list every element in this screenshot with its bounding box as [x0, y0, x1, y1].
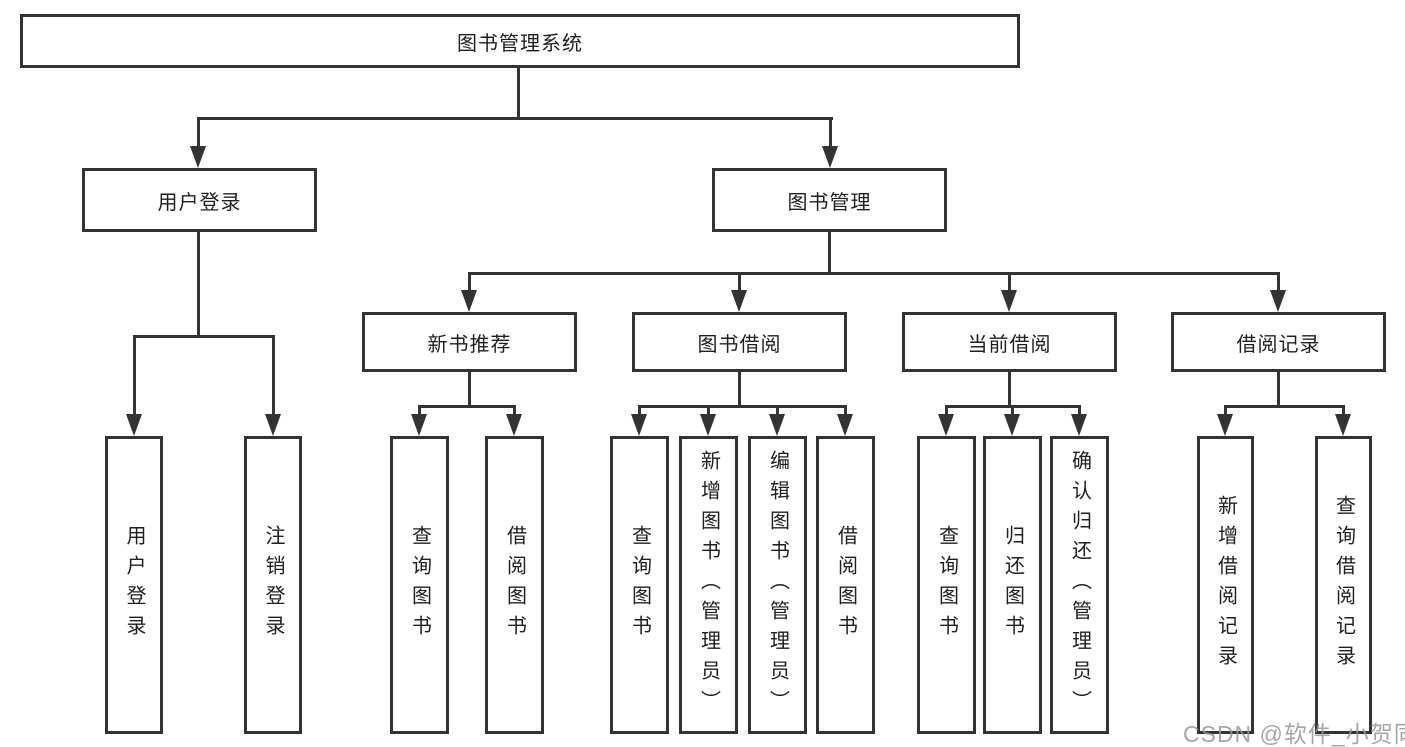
- connector-line: [418, 405, 516, 408]
- node-current-borrow: 当前借阅: [902, 312, 1117, 372]
- connector-line: [945, 405, 948, 416]
- connector-line: [468, 272, 1280, 275]
- connector-line: [1008, 372, 1011, 407]
- leaf-current-query-books: 查询图书: [917, 436, 976, 734]
- connector-line: [272, 335, 275, 416]
- arrow-down: [822, 146, 838, 168]
- arrow-down: [1004, 414, 1020, 436]
- node-borrow-records: 借阅记录: [1171, 312, 1386, 372]
- arrow-down: [1270, 290, 1286, 312]
- arrow-down: [1071, 414, 1087, 436]
- arrow-down: [506, 414, 522, 436]
- arrow-down: [938, 414, 954, 436]
- connector-line: [468, 372, 471, 407]
- connector-line: [638, 405, 847, 408]
- arrow-down: [1217, 414, 1233, 436]
- arrow-down: [731, 290, 747, 312]
- arrow-down: [461, 290, 477, 312]
- leaf-logout: 注销登录: [244, 436, 302, 734]
- arrow-down: [631, 414, 647, 436]
- arrow-down: [837, 414, 853, 436]
- connector-line: [828, 232, 831, 272]
- leaf-records-add-record: 新增借阅记录: [1197, 436, 1254, 734]
- connector-line: [1008, 272, 1011, 292]
- arrow-down: [1001, 290, 1017, 312]
- leaf-borrow-borrow-books: 借阅图书: [816, 436, 875, 734]
- connector-line: [738, 272, 741, 292]
- connector-line: [1224, 405, 1345, 408]
- connector-line: [513, 405, 516, 416]
- arrow-down: [411, 414, 427, 436]
- connector-line: [133, 335, 275, 338]
- connector-line: [1277, 272, 1280, 292]
- connector-line: [707, 405, 710, 416]
- arrow-down: [769, 414, 785, 436]
- connector-line: [738, 372, 741, 407]
- arrow-down: [700, 414, 716, 436]
- csdn-watermark: CSDN @软件_小贺同学: [1183, 721, 1405, 747]
- node-root: 图书管理系统: [20, 14, 1020, 68]
- leaf-current-return-books: 归还图书: [983, 436, 1042, 734]
- leaf-recommend-query-books: 查询图书: [390, 436, 449, 734]
- leaf-recommend-borrow-books: 借阅图书: [485, 436, 544, 734]
- connector-line: [844, 405, 847, 416]
- connector-line: [418, 405, 421, 416]
- connector-line: [133, 335, 136, 416]
- leaf-borrow-edit-books-admin: 编辑图书（管理员）: [748, 436, 807, 734]
- arrow-down: [126, 414, 142, 436]
- arrow-down: [190, 146, 206, 168]
- connector-line: [829, 117, 832, 150]
- connector-line: [1224, 405, 1227, 416]
- leaf-borrow-query-books: 查询图书: [610, 436, 669, 734]
- leaf-borrow-add-books-admin: 新增图书（管理员）: [679, 436, 738, 734]
- leaf-records-query-record: 查询借阅记录: [1315, 436, 1372, 734]
- connector-line: [1011, 405, 1014, 416]
- arrow-down: [1335, 414, 1351, 436]
- connector-line: [776, 405, 779, 416]
- connector-line: [638, 405, 641, 416]
- connector-line: [1078, 405, 1081, 416]
- node-book-borrow: 图书借阅: [632, 312, 847, 372]
- node-book-management: 图书管理: [712, 168, 947, 232]
- arrow-down: [265, 414, 281, 436]
- leaf-current-confirm-return-admin: 确认归还（管理员）: [1050, 436, 1109, 734]
- connector-line: [197, 117, 200, 150]
- node-user-login: 用户登录: [82, 168, 317, 232]
- connector-line: [1277, 372, 1280, 408]
- connector-line: [517, 68, 520, 118]
- leaf-user-login: 用户登录: [105, 436, 163, 734]
- connector-line: [468, 272, 471, 292]
- node-new-book-recommend: 新书推荐: [362, 312, 577, 372]
- connector-line: [197, 117, 833, 120]
- connector-line: [197, 232, 200, 335]
- connector-line: [1342, 405, 1345, 416]
